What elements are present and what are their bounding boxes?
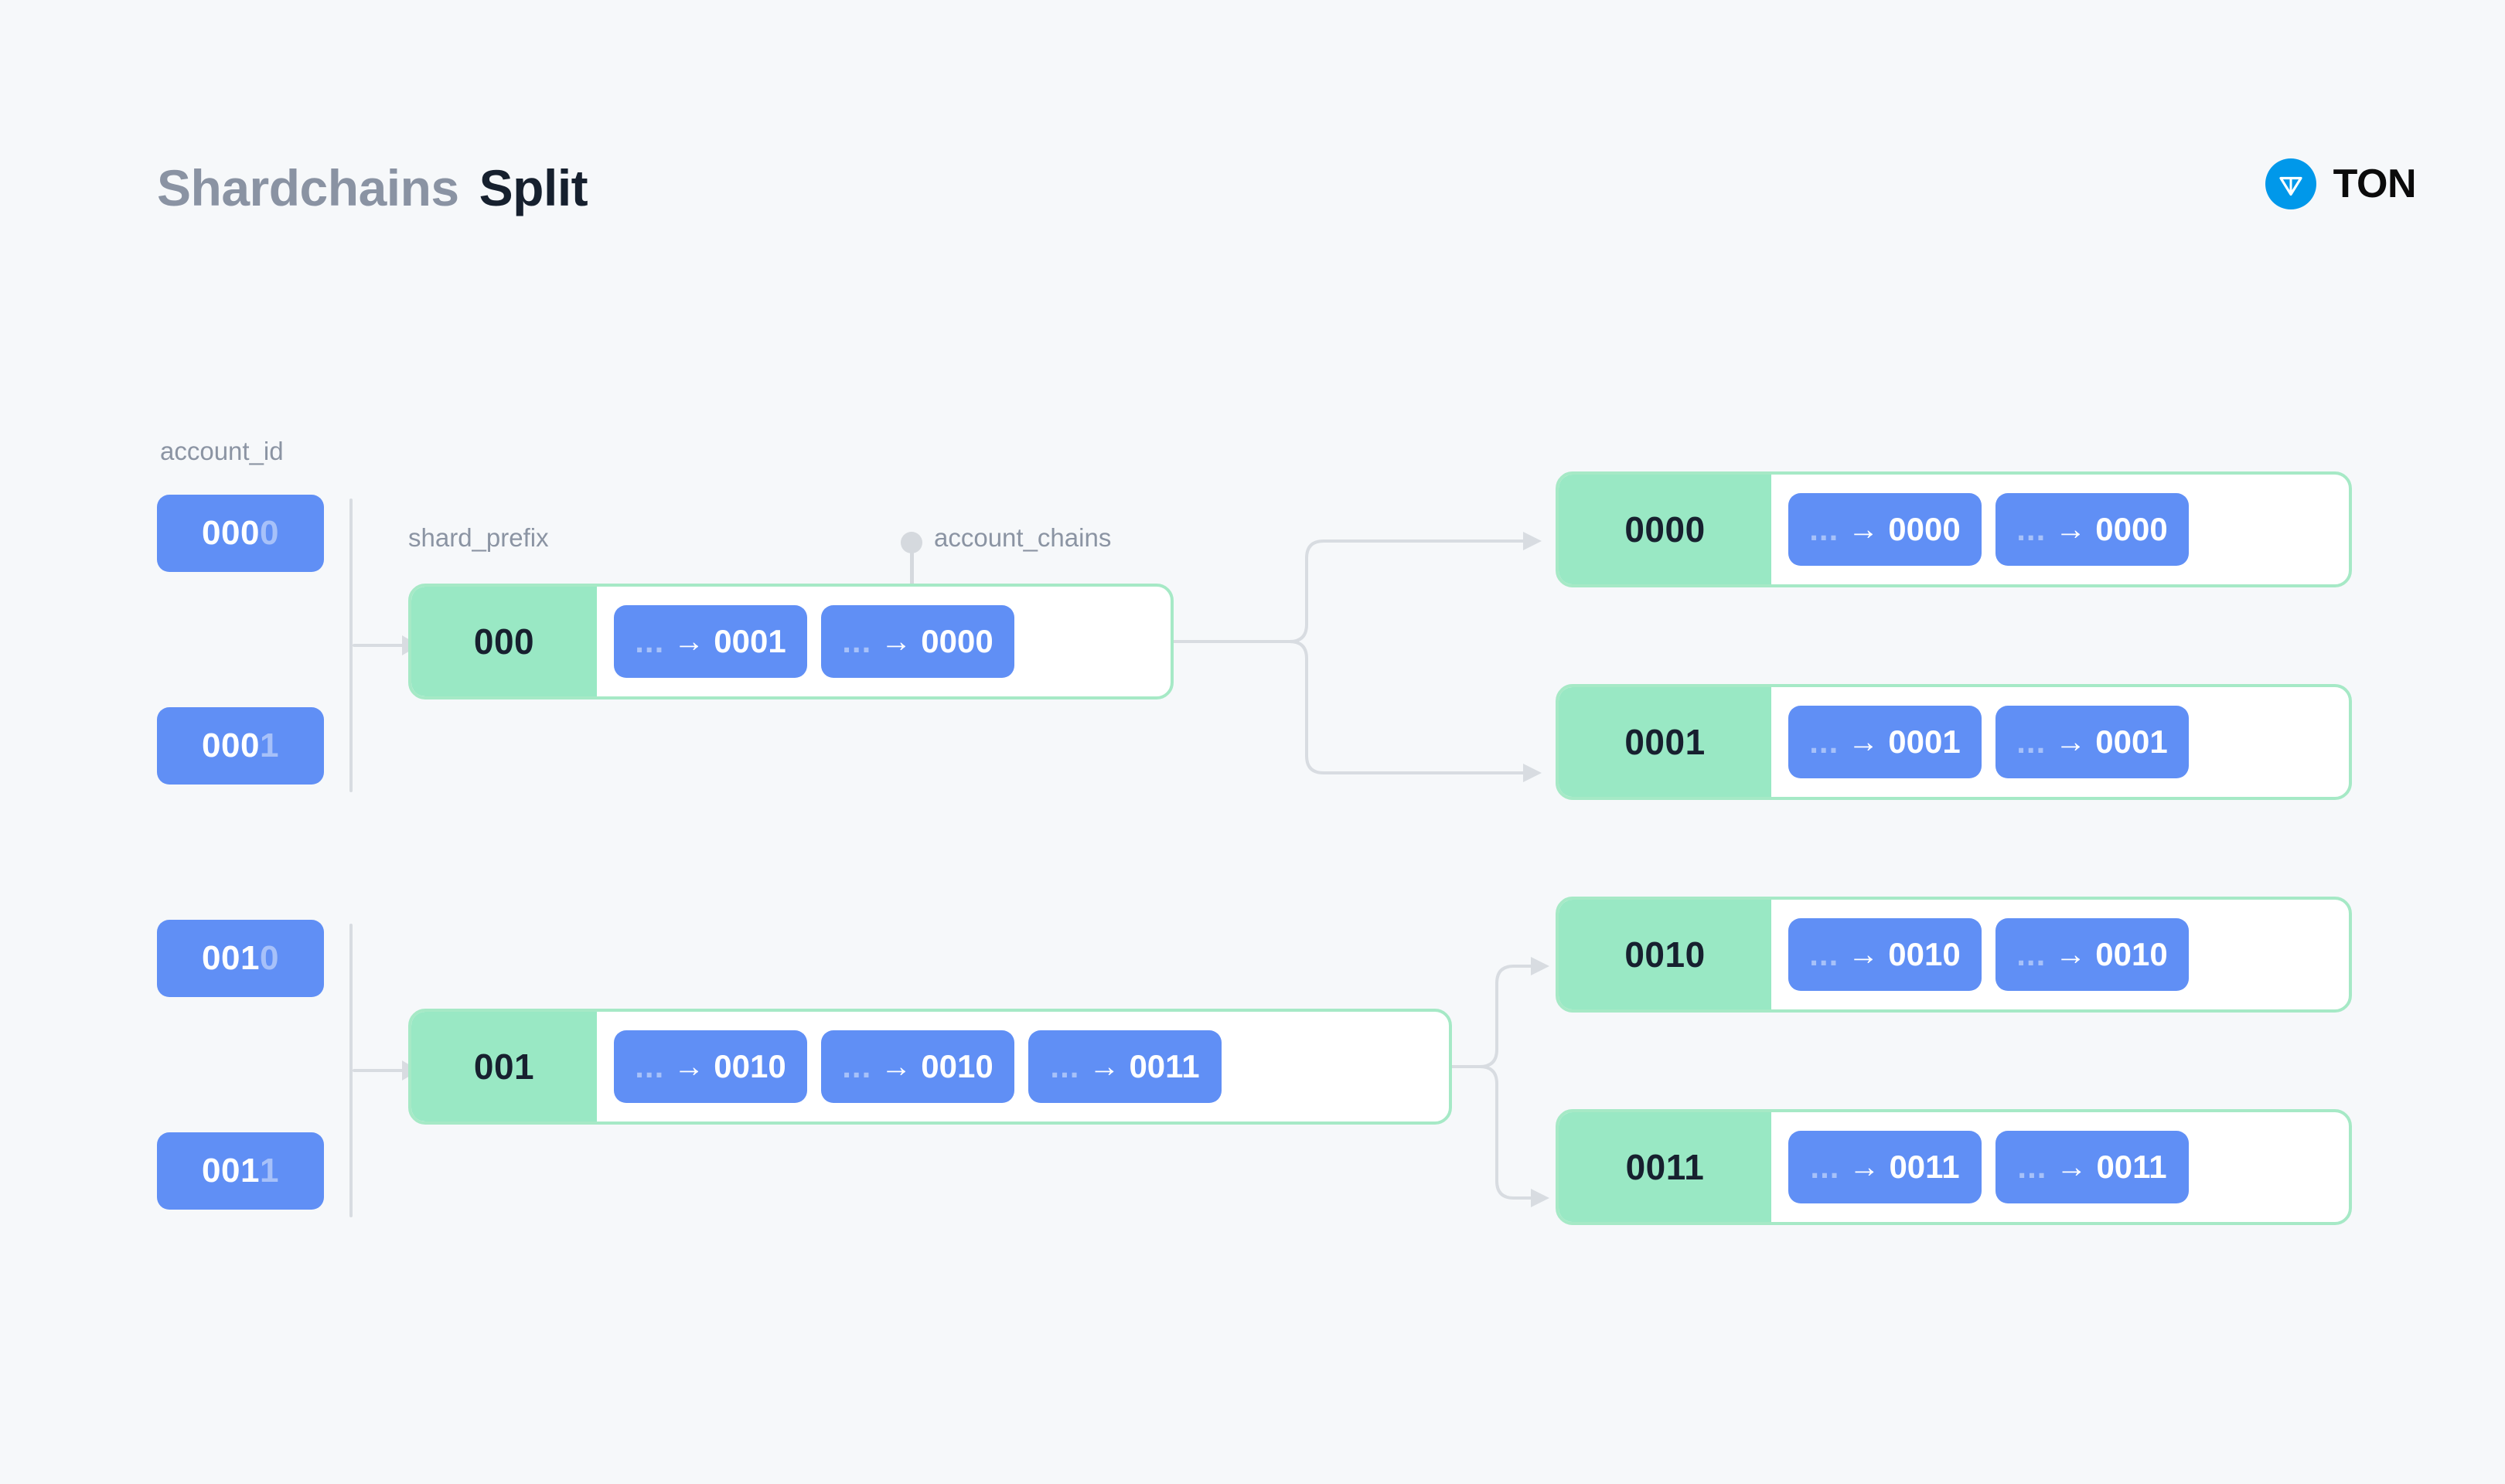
chip-arrow-icon: → <box>2056 1149 2088 1184</box>
split-connector <box>1174 526 1560 788</box>
account-chain-chip[interactable]: ... → 0010 <box>1995 918 2189 991</box>
chip-ellipsis: ... <box>1050 1048 1080 1084</box>
chip-ellipsis: ... <box>1809 511 1839 547</box>
shard-prefix-label: 000 <box>411 587 597 696</box>
account-chain-chip[interactable]: ... → 0011 <box>1028 1030 1222 1103</box>
chip-target: 0011 <box>1129 1048 1200 1084</box>
chip-arrow-icon: → <box>1848 512 1880 546</box>
shard-prefix-label: 0011 <box>1559 1112 1771 1222</box>
chip-ellipsis: ... <box>635 1048 665 1084</box>
account-chain-chip[interactable]: ... → 0000 <box>1788 493 1982 566</box>
chip-arrow-icon: → <box>1089 1049 1120 1084</box>
shard-prefix-label: 0001 <box>1559 687 1771 797</box>
chip-arrow-icon: → <box>881 1049 912 1084</box>
account-id-tail: 1 <box>259 727 279 764</box>
chip-arrow-icon: → <box>673 1049 705 1084</box>
account-id-tail: 1 <box>259 1152 279 1190</box>
shard-account-chains: ... → 0010 ... → 0010 ... → 0011 <box>597 1012 1449 1122</box>
account-chain-chip[interactable]: ... → 0001 <box>1788 706 1982 778</box>
page-title: Shardchains Split <box>157 158 588 217</box>
account-id-prefix: 001 <box>202 1152 260 1190</box>
ton-brand: TON <box>2265 158 2417 209</box>
chip-ellipsis: ... <box>842 623 872 659</box>
title-main: Split <box>479 159 588 216</box>
group-rail <box>349 924 353 1217</box>
chip-arrow-icon: → <box>1848 724 1880 759</box>
chip-arrow-icon: → <box>1849 1149 1880 1184</box>
result-shard-card[interactable]: 0000 ... → 0000 ... → 0000 <box>1556 471 2352 587</box>
shard-account-chains: ... → 0001 ... → 0001 <box>1771 687 2349 797</box>
chip-ellipsis: ... <box>842 1048 872 1084</box>
account-id-prefix: 000 <box>202 727 260 764</box>
ton-diamond-icon <box>2265 158 2316 209</box>
shard-prefix-label: 0010 <box>1559 900 1771 1009</box>
chip-arrow-icon: → <box>2055 937 2087 972</box>
chip-ellipsis: ... <box>2016 936 2047 972</box>
source-shard-card[interactable]: 001 ... → 0010 ... → 0010 ... → 0011 <box>408 1009 1452 1125</box>
chip-target: 0001 <box>2095 723 2168 760</box>
account-chain-chip[interactable]: ... → 0001 <box>614 605 807 678</box>
chip-ellipsis: ... <box>2017 1149 2047 1185</box>
split-connector <box>1452 951 1568 1213</box>
chip-arrow-icon: → <box>2055 512 2087 546</box>
group-rail <box>349 499 353 792</box>
chip-arrow-icon: → <box>2055 724 2087 759</box>
chip-target: 0010 <box>714 1048 786 1084</box>
account-chain-chip[interactable]: ... → 0010 <box>1788 918 1982 991</box>
page-header: Shardchains Split TON <box>0 0 2505 255</box>
shard-account-chains: ... → 0010 ... → 0010 <box>1771 900 2349 1009</box>
shard-prefix-label: 0000 <box>1559 475 1771 584</box>
chip-target: 0001 <box>714 623 786 659</box>
shard-account-chains: ... → 0000 ... → 0000 <box>1771 475 2349 584</box>
title-prefix: Shardchains <box>157 159 459 216</box>
chip-target: 0010 <box>1888 936 1961 972</box>
account-id-tail: 0 <box>259 514 279 552</box>
account-chain-chip[interactable]: ... → 0000 <box>821 605 1014 678</box>
chip-arrow-icon: → <box>881 624 912 659</box>
account-id-tail: 0 <box>259 939 279 977</box>
chip-target: 0010 <box>921 1048 993 1084</box>
chip-ellipsis: ... <box>2016 511 2047 547</box>
account-chain-chip[interactable]: ... → 0010 <box>614 1030 807 1103</box>
chip-ellipsis: ... <box>1809 936 1839 972</box>
account-chain-chip[interactable]: ... → 0001 <box>1995 706 2189 778</box>
shard-account-chains: ... → 0001 ... → 0000 <box>597 587 1171 696</box>
account-id-prefix: 000 <box>202 514 260 552</box>
chip-ellipsis: ... <box>1809 723 1839 760</box>
ton-wordmark: TON <box>2333 162 2417 206</box>
account-chain-chip[interactable]: ... → 0011 <box>1995 1131 2189 1203</box>
chip-target: 0011 <box>1889 1149 1960 1185</box>
result-shard-card[interactable]: 0011 ... → 0011 ... → 0011 <box>1556 1109 2352 1225</box>
shard-prefix-label: 001 <box>411 1012 597 1122</box>
account-id-prefix: 001 <box>202 939 260 977</box>
account-chain-chip[interactable]: ... → 0000 <box>1995 493 2189 566</box>
chip-target: 0010 <box>2095 936 2168 972</box>
chip-ellipsis: ... <box>1810 1149 1840 1185</box>
label-account-id: account_id <box>160 437 284 465</box>
result-shard-card[interactable]: 0001 ... → 0001 ... → 0001 <box>1556 684 2352 800</box>
chip-target: 0000 <box>1888 511 1961 547</box>
label-account-chains: account_chains <box>934 523 1112 552</box>
chip-arrow-icon: → <box>1848 937 1880 972</box>
result-shard-card[interactable]: 0010 ... → 0010 ... → 0010 <box>1556 897 2352 1013</box>
chip-target: 0011 <box>2096 1149 2167 1185</box>
chip-ellipsis: ... <box>635 623 665 659</box>
source-shard-card[interactable]: 000 ... → 0001 ... → 0000 <box>408 584 1174 699</box>
chip-target: 0000 <box>921 623 993 659</box>
account-chain-chip[interactable]: ... → 0011 <box>1788 1131 1982 1203</box>
chip-ellipsis: ... <box>2016 723 2047 760</box>
account-chain-chip[interactable]: ... → 0010 <box>821 1030 1014 1103</box>
shard-account-chains: ... → 0011 ... → 0011 <box>1771 1112 2349 1222</box>
label-shard-prefix: shard_prefix <box>408 523 549 552</box>
chip-arrow-icon: → <box>673 624 705 659</box>
chip-target: 0000 <box>2095 511 2168 547</box>
chip-target: 0001 <box>1888 723 1961 760</box>
